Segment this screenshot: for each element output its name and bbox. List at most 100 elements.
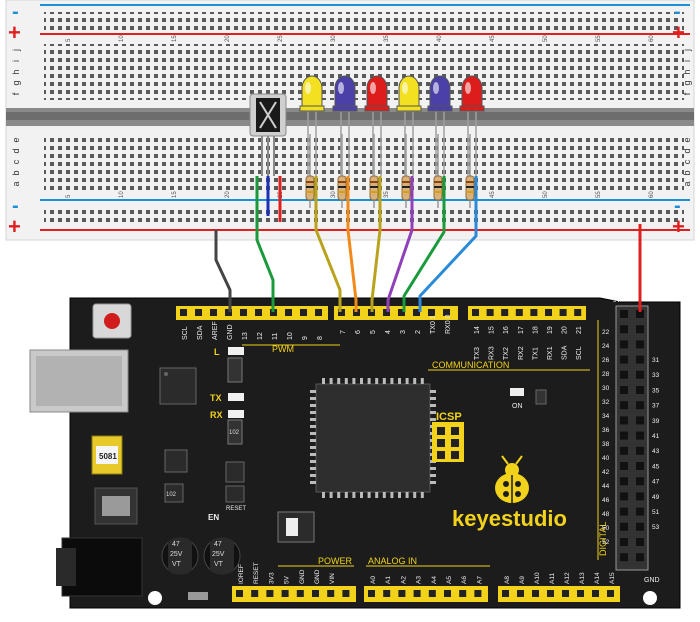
col-number-bottom-5: 5: [66, 194, 72, 198]
mcu-pin: [367, 492, 371, 498]
col-number-top-5: 5: [66, 38, 72, 42]
jumper-wires: [214, 176, 642, 312]
header-hole: [285, 309, 292, 316]
analog-pin-label-2: A2: [400, 576, 407, 584]
cap2-label-vt: VT: [214, 561, 224, 568]
header-hole: [472, 309, 479, 316]
rail-minus-label-tl: -: [12, 1, 19, 23]
col-number-top-55: 55: [596, 35, 602, 42]
mcu-pin: [310, 404, 316, 407]
resistor-network-label: 102: [229, 430, 240, 436]
led-rim: [332, 105, 358, 112]
reset-button[interactable]: [104, 313, 120, 329]
cap1-label-vt: VT: [172, 561, 182, 568]
resistor-band: [402, 181, 410, 183]
pwm-header-label-1: 6: [355, 330, 362, 334]
header-comm-strip: [468, 306, 586, 320]
icsp-header: [432, 422, 464, 462]
small-ic-4: [225, 485, 245, 503]
digital-hole: [620, 462, 628, 470]
wire-1: [255, 176, 275, 312]
digital-right-label-10: 51: [652, 509, 660, 516]
mount-hole-1: [148, 591, 162, 605]
comm-header-sub-label-0: TX3: [474, 347, 481, 360]
header-hole: [398, 309, 405, 316]
resistor-band: [338, 181, 346, 183]
col-number-bottom-10: 10: [119, 191, 125, 198]
digital-hole: [636, 355, 644, 364]
header-hole: [502, 590, 509, 597]
digital-left-label-15: 52: [602, 539, 610, 546]
header-hole: [300, 309, 307, 316]
header-hole: [530, 309, 538, 316]
header-hole: [413, 590, 421, 597]
crystal-label-bg: [96, 446, 118, 464]
left-header-label-6: 11: [272, 333, 279, 340]
row-letter-right-j: j: [682, 49, 692, 52]
led-yellow-0: [301, 75, 323, 111]
mcu-pin: [310, 432, 316, 435]
header-pwm-strip: [334, 306, 458, 320]
col-number-top-50: 50: [543, 35, 549, 42]
capacitor-1: 47 25V VT: [161, 537, 199, 575]
cap2-label-25v: 25V: [212, 551, 225, 558]
digital-right-label-9: 49: [652, 494, 660, 501]
wire-2: [314, 176, 342, 312]
header-hole: [266, 590, 274, 597]
wire-0: [214, 230, 232, 312]
digital-right-label-1: 33: [652, 372, 660, 379]
header-hole: [270, 309, 277, 316]
en-label: EN: [208, 513, 219, 522]
analog2-pin-label-1: A9: [519, 576, 526, 584]
digital-left-label-10: 42: [602, 469, 610, 476]
analog2-pin-label-5: A13: [579, 572, 586, 584]
row-letter-left-b: b: [11, 170, 21, 175]
digital-hole: [636, 462, 644, 470]
analog2-pin-label-3: A11: [549, 573, 556, 584]
comm-header-sub-label-4: TX1: [532, 347, 539, 360]
header-hole: [296, 590, 304, 597]
header-hole: [312, 590, 319, 597]
resistor-band: [306, 181, 314, 183]
analog2-pin-label-4: A12: [564, 572, 571, 584]
mcu-pin: [352, 378, 356, 384]
resistor-band: [306, 186, 314, 188]
col-number-top-30: 30: [331, 35, 337, 42]
resistor-band: [370, 191, 378, 193]
analog-pin-label-1: A1: [385, 576, 392, 584]
digital-label: DIGITAL: [598, 522, 608, 556]
mcu-pin: [310, 467, 316, 470]
mcu-pin: [310, 418, 316, 421]
digital-left-label-11: 44: [602, 483, 610, 490]
digital-hole: [620, 431, 628, 440]
digital-hole: [636, 507, 644, 516]
digital-left-label-8: 38: [602, 441, 610, 448]
comm-header-label-1: 15: [489, 326, 496, 334]
mcu-pin: [430, 474, 436, 477]
row-letter-right-f: f: [682, 92, 692, 95]
resistor-network-2: [227, 419, 243, 445]
comm-header-label-4: 18: [532, 326, 539, 334]
analog-pin-label-4: A4: [431, 576, 438, 584]
left-header-label-3: GND: [227, 324, 234, 340]
rail-holes-top: [44, 12, 684, 30]
icsp-hole: [437, 451, 445, 459]
digital-left-label-12: 46: [602, 497, 610, 504]
switch-knob: [286, 518, 298, 536]
wire-3: [346, 176, 358, 312]
comm-header-sub-label-5: RX1: [547, 346, 554, 360]
mcu-pin: [329, 492, 333, 498]
digital-hole: [620, 325, 628, 334]
header-hole: [486, 309, 494, 316]
power-pin-label-1: RESET: [253, 562, 260, 584]
mcu-pin: [430, 404, 436, 407]
analog-pin-label-3: A3: [416, 576, 423, 584]
communication-label: COMMUNICATION: [432, 360, 509, 370]
small-ic-3: [225, 461, 245, 483]
digital-hole: [620, 355, 628, 364]
digital-hole: [620, 492, 628, 501]
header-gnd-label: GND: [644, 577, 660, 584]
